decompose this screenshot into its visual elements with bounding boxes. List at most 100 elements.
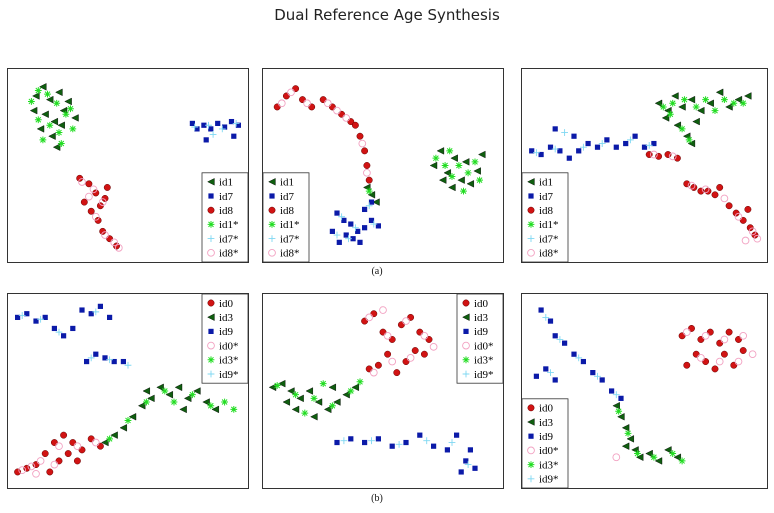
series-id9 <box>533 307 624 401</box>
point-id1 <box>478 150 486 159</box>
point-id8-star <box>668 152 677 161</box>
point-id9-star <box>464 461 472 468</box>
legend-label-id7: id7 <box>539 191 554 203</box>
point-id8-star <box>277 99 286 108</box>
legend-marker-id9 <box>528 433 534 439</box>
point-id7-star <box>627 136 634 144</box>
point-id9 <box>362 439 368 446</box>
point-id8-star <box>287 88 295 97</box>
point-id3 <box>612 401 620 410</box>
point-id9 <box>120 358 126 365</box>
point-id7 <box>203 137 209 143</box>
point-id3-star <box>221 398 228 406</box>
point-id1-star <box>476 176 483 184</box>
legend-label-id7-star: id7* <box>280 233 300 245</box>
point-id3-star <box>678 457 686 465</box>
point-id0 <box>735 336 742 343</box>
point-id7 <box>341 217 347 223</box>
legend-label-id9-star: id9* <box>219 369 239 381</box>
point-id0 <box>692 350 700 358</box>
point-id3 <box>101 438 109 447</box>
point-id8-star <box>114 244 123 252</box>
legend-label-id7-star: id7* <box>539 233 559 245</box>
legend-marker-id8-star <box>527 248 535 257</box>
point-id8-star <box>734 212 743 221</box>
point-id7 <box>194 126 200 132</box>
point-id1 <box>734 95 743 104</box>
series-id8-star <box>650 150 762 245</box>
point-id1-star <box>67 105 74 113</box>
series-id9-star <box>340 437 472 468</box>
point-id9-star <box>395 440 403 448</box>
point-id1 <box>45 95 54 104</box>
point-id0-star <box>369 368 378 377</box>
legend-box <box>456 293 504 384</box>
legend-marker-id8 <box>268 206 276 214</box>
point-id1-star <box>666 110 674 118</box>
point-id0-star <box>697 354 705 362</box>
point-id0 <box>720 350 728 358</box>
point-id1-star <box>69 125 77 133</box>
series-id3-star <box>106 387 238 443</box>
series-id3-star <box>273 378 364 417</box>
point-id8 <box>338 110 346 118</box>
point-id3-star <box>319 380 327 388</box>
point-id9 <box>454 432 460 438</box>
point-id8 <box>106 235 114 243</box>
point-id9 <box>547 318 554 324</box>
point-id8-star <box>78 178 86 186</box>
point-id8-star <box>753 234 762 243</box>
point-id3-star <box>207 402 215 410</box>
point-id9 <box>15 314 21 320</box>
point-id0-star <box>612 453 621 462</box>
point-id3 <box>323 405 332 414</box>
point-id7 <box>594 144 601 150</box>
point-id8 <box>361 147 369 155</box>
point-id1 <box>50 117 58 126</box>
series-id1 <box>29 83 79 151</box>
point-id3 <box>193 387 201 395</box>
point-id3 <box>333 398 341 406</box>
point-id1 <box>744 92 752 100</box>
point-id9 <box>571 351 577 357</box>
point-id9 <box>97 303 103 309</box>
point-id0-star <box>720 335 729 344</box>
legend-marker-id8 <box>207 206 215 214</box>
point-id7 <box>362 206 368 213</box>
point-id7 <box>529 148 535 154</box>
legend-marker-id3-star <box>207 356 215 364</box>
point-id1-star <box>711 107 719 114</box>
point-id0 <box>702 358 710 366</box>
point-id9-star <box>575 354 583 362</box>
point-id9-star <box>368 437 375 445</box>
legend-label-id3-star: id3* <box>539 459 559 471</box>
point-id7 <box>632 133 638 139</box>
point-id9 <box>467 447 473 453</box>
point-id9 <box>84 358 90 365</box>
legend-label-id3: id3 <box>219 312 234 324</box>
point-id7 <box>547 144 554 150</box>
point-id3-star <box>292 391 299 399</box>
point-id3 <box>142 387 151 395</box>
legend-marker-id3 <box>462 313 470 321</box>
legend-label-id9: id9 <box>219 326 234 338</box>
point-id7 <box>208 126 214 132</box>
point-id8-star <box>89 185 98 194</box>
point-id0 <box>50 439 58 446</box>
caption-a: (a) <box>371 266 383 277</box>
point-id1 <box>32 92 40 100</box>
point-id8-star <box>748 227 757 236</box>
point-id1-star <box>57 140 65 147</box>
point-id9-star <box>612 391 620 399</box>
point-id8 <box>292 85 300 93</box>
legend-marker-id0-star <box>207 341 215 350</box>
point-id8-star <box>342 114 351 122</box>
point-id3 <box>328 383 337 392</box>
point-id1-star <box>659 103 667 111</box>
point-id3-star <box>615 407 623 415</box>
point-id1-star <box>448 173 456 180</box>
